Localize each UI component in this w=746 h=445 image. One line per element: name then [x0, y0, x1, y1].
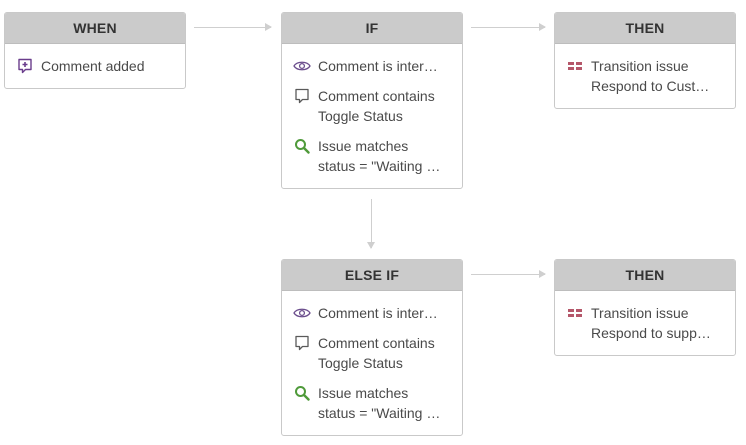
condition-label: Issue matches — [318, 138, 409, 154]
connector-else-if-to-then — [471, 270, 546, 278]
condition-label: Comment contains — [318, 88, 435, 104]
condition-value: status = "Waiting … — [318, 405, 441, 421]
comment-icon — [292, 333, 312, 353]
condition-issue-matches[interactable]: Issue matches status = "Waiting … — [282, 136, 462, 176]
condition-comment-contains[interactable]: Comment contains Toggle Status — [282, 333, 462, 373]
condition-comment-internal[interactable]: Comment is inter… — [282, 303, 462, 323]
if-header: IF — [282, 13, 462, 44]
condition-value: status = "Waiting … — [318, 158, 441, 174]
when-header: WHEN — [5, 13, 185, 44]
action-value: Respond to supp… — [591, 325, 711, 341]
trigger-label: Comment added — [41, 58, 145, 74]
then-header: THEN — [555, 13, 735, 44]
action-transition-issue[interactable]: Transition issue Respond to Cust… — [555, 56, 735, 96]
transition-icon — [565, 303, 585, 323]
transition-icon — [565, 56, 585, 76]
then-header: THEN — [555, 260, 735, 291]
action-transition-issue[interactable]: Transition issue Respond to supp… — [555, 303, 735, 343]
then-card-1[interactable]: THEN Transition issue Respond to Cust… — [554, 12, 736, 109]
connector-if-to-then — [471, 23, 546, 31]
if-card[interactable]: IF Comment is inter… Comment contains To… — [281, 12, 463, 189]
else-if-card[interactable]: ELSE IF Comment is inter… Comment contai… — [281, 259, 463, 436]
action-label: Transition issue — [591, 305, 689, 321]
eye-icon — [292, 303, 312, 323]
else-if-header: ELSE IF — [282, 260, 462, 291]
search-icon — [292, 136, 312, 156]
condition-comment-internal[interactable]: Comment is inter… — [282, 56, 462, 76]
then-card-2[interactable]: THEN Transition issue Respond to supp… — [554, 259, 736, 356]
connector-when-to-if — [194, 23, 272, 31]
condition-label: Comment is inter… — [318, 58, 438, 74]
comment-added-icon — [15, 56, 35, 76]
condition-value: Toggle Status — [318, 108, 403, 124]
search-icon — [292, 383, 312, 403]
condition-value: Toggle Status — [318, 355, 403, 371]
action-value: Respond to Cust… — [591, 78, 710, 94]
condition-label: Comment is inter… — [318, 305, 438, 321]
condition-issue-matches[interactable]: Issue matches status = "Waiting … — [282, 383, 462, 423]
eye-icon — [292, 56, 312, 76]
condition-label: Comment contains — [318, 335, 435, 351]
when-card[interactable]: WHEN Comment added — [4, 12, 186, 89]
condition-label: Issue matches — [318, 385, 409, 401]
action-label: Transition issue — [591, 58, 689, 74]
connector-if-to-else-if — [367, 199, 375, 249]
condition-comment-contains[interactable]: Comment contains Toggle Status — [282, 86, 462, 126]
trigger-comment-added[interactable]: Comment added — [5, 56, 185, 76]
comment-icon — [292, 86, 312, 106]
